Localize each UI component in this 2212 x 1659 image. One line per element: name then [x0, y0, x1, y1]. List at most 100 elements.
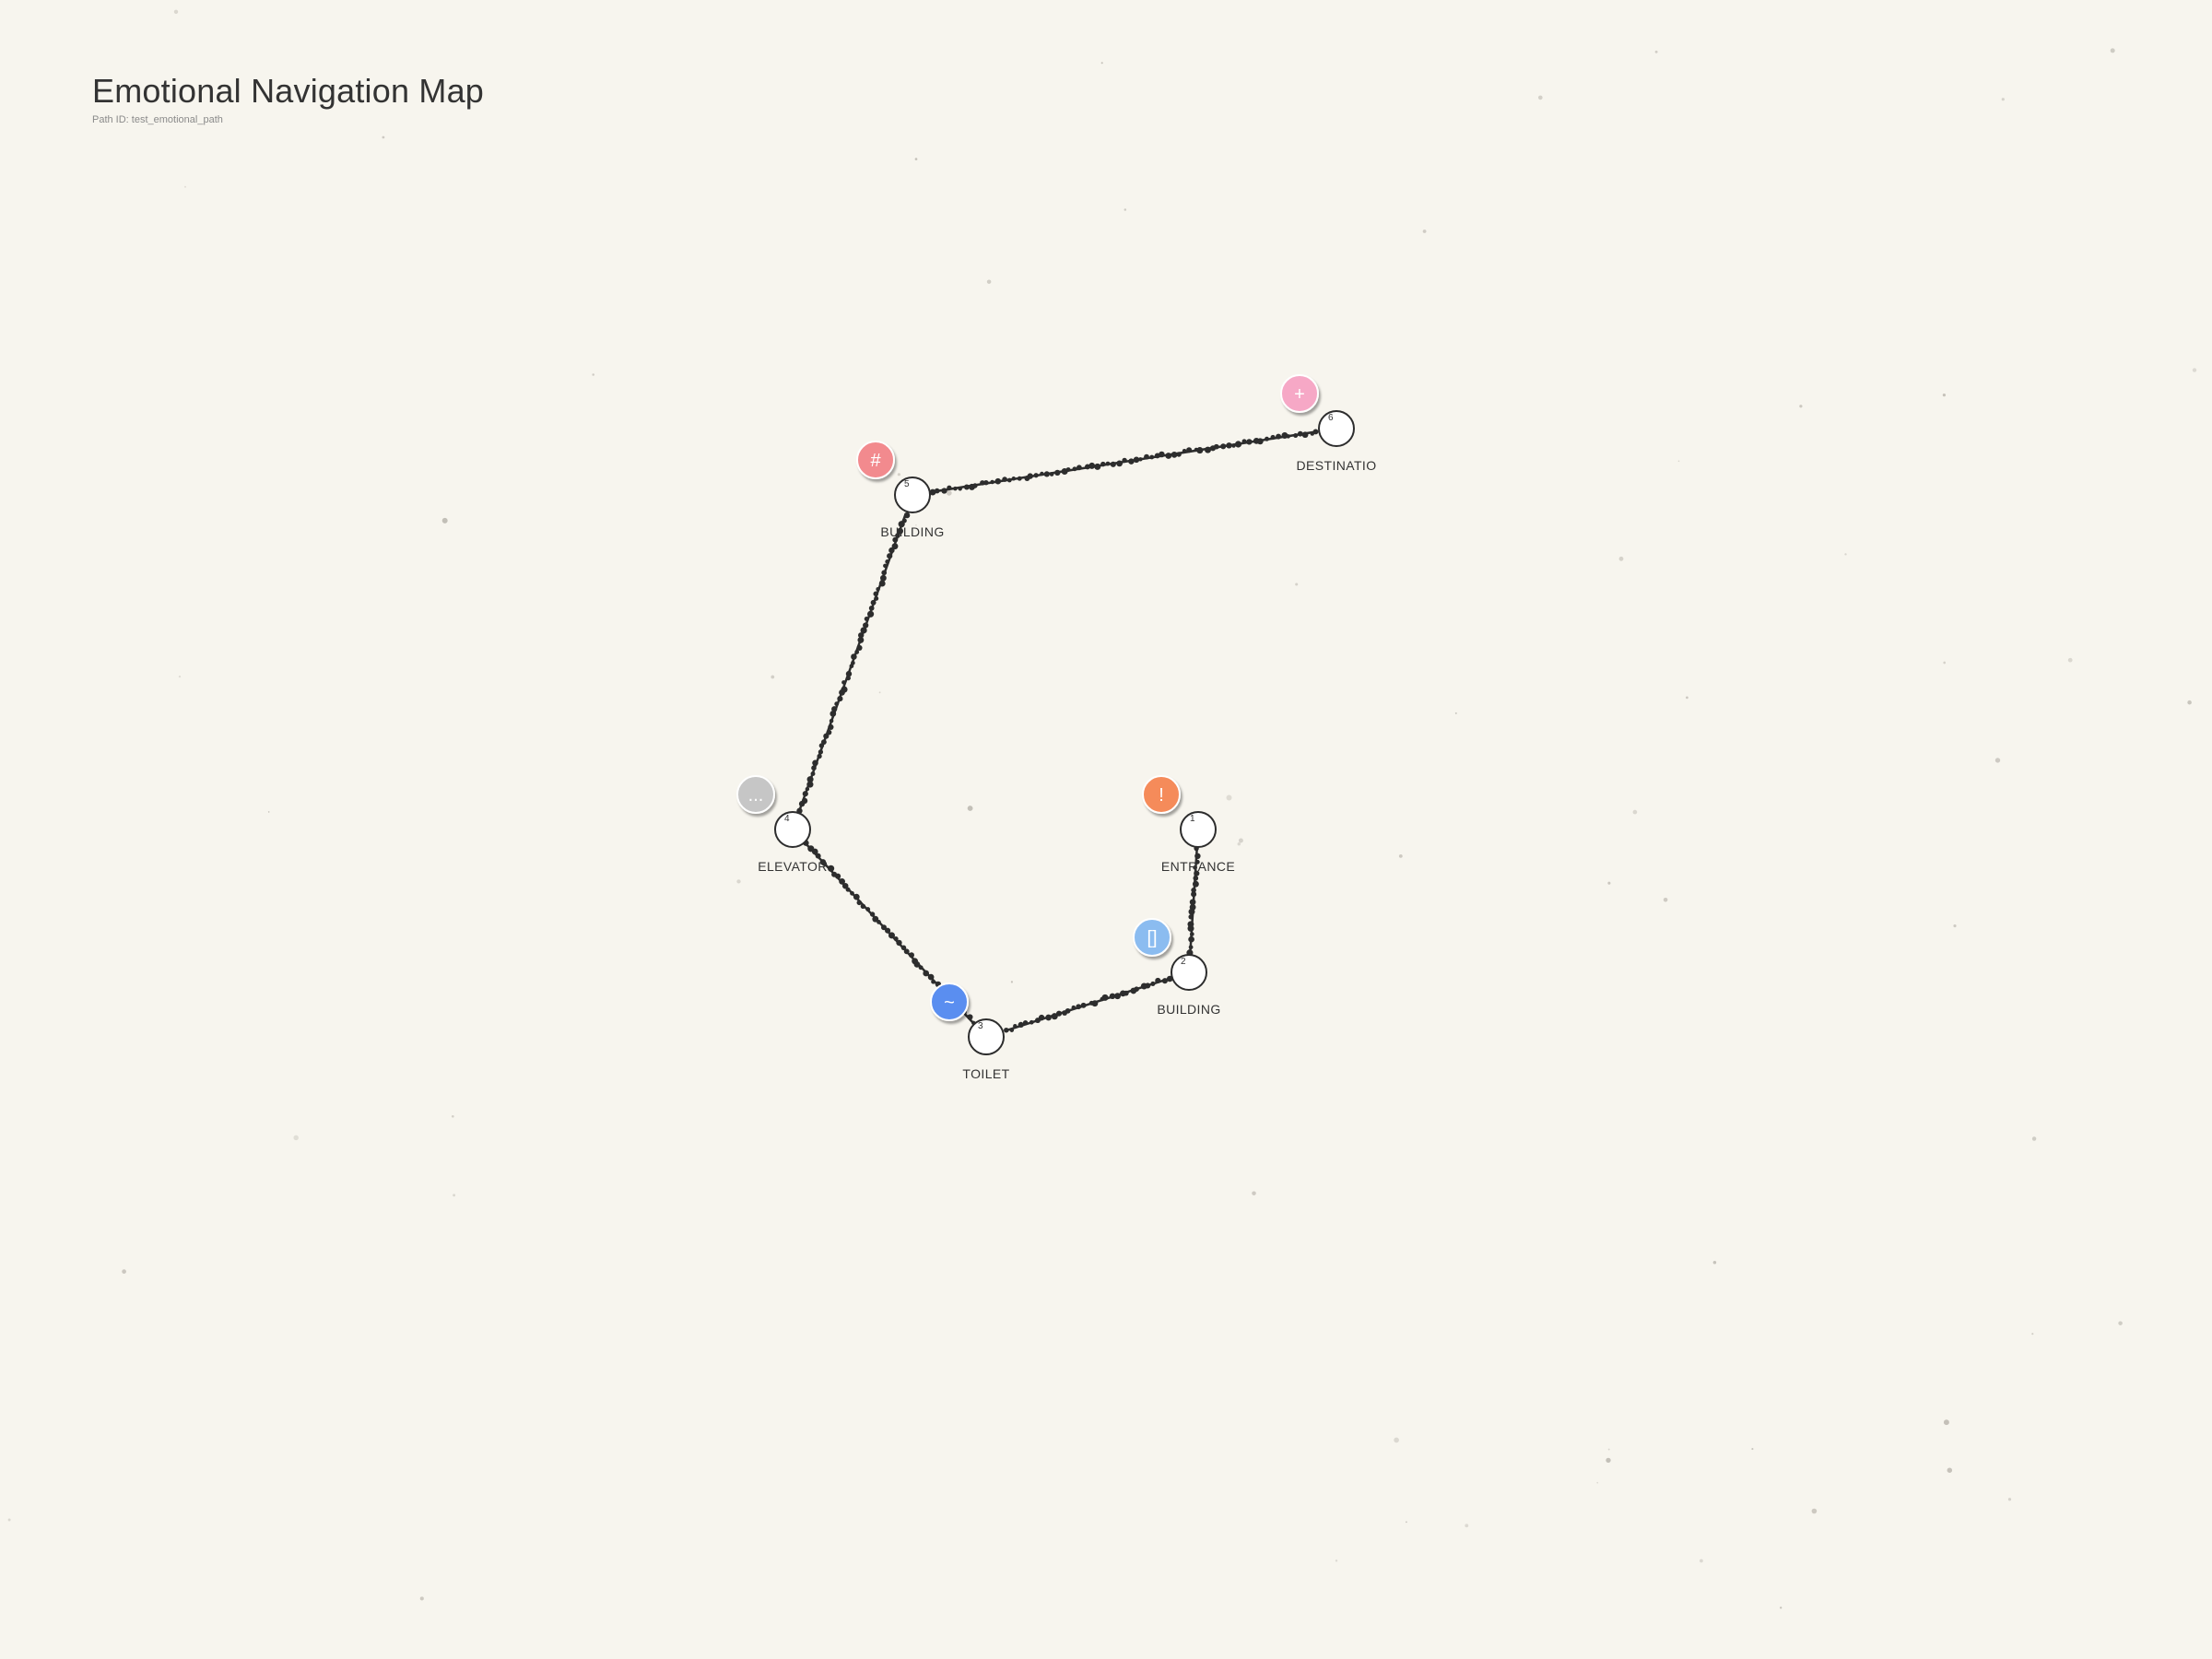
route-path: [796, 429, 1319, 1033]
emotion-glyph: !: [1159, 785, 1164, 806]
background-speckle: [1799, 405, 1803, 408]
emotion-badge-icon[interactable]: #: [856, 441, 895, 479]
emotion-glyph: +: [1294, 384, 1305, 405]
background-speckle: [1663, 897, 1668, 902]
waypoint-4[interactable]: 4ELEVATOR...: [736, 775, 828, 874]
background-speckle: [1422, 229, 1427, 233]
emotion-badge-icon[interactable]: !: [1142, 775, 1181, 814]
waypoint-label: ELEVATOR: [758, 859, 828, 874]
background-speckle: [1686, 696, 1688, 700]
background-speckle: [986, 279, 992, 284]
emotion-glyph: ~: [944, 993, 955, 1013]
background-speckle: [1751, 1448, 1754, 1451]
background-speckle: [382, 135, 385, 139]
waypoint-number: 6: [1328, 413, 1334, 423]
background-speckle: [419, 1596, 424, 1601]
background-speckle: [1943, 661, 1947, 665]
route-segment: [803, 840, 976, 1026]
background-speckle: [1238, 838, 1243, 843]
background-speckle: [1654, 50, 1658, 53]
emotion-badge-icon[interactable]: ~: [930, 982, 969, 1021]
route-segment: [1004, 975, 1173, 1033]
background-speckle: [1942, 393, 1947, 397]
waypoint-number: 1: [1190, 814, 1195, 824]
waypoint-node[interactable]: [968, 1018, 1005, 1055]
emotion-glyph: ...: [748, 785, 764, 806]
background-speckle: [2001, 98, 2005, 101]
map-title: Emotional Navigation Map: [92, 72, 485, 110]
background-speckle: [178, 675, 182, 678]
waypoint-node[interactable]: [774, 811, 811, 848]
background-speckle: [1406, 1521, 1407, 1524]
background-speckle: [293, 1135, 299, 1141]
waypoint-number: 5: [904, 479, 910, 489]
background-speckle: [1712, 1261, 1717, 1265]
background-speckle: [1943, 1419, 1949, 1426]
background-speckle: [1295, 582, 1299, 586]
background-speckle: [1100, 62, 1103, 65]
background-speckle: [2118, 1321, 2123, 1325]
background-speckle: [1947, 1467, 1953, 1473]
background-speckle: [897, 473, 901, 477]
waypoint-label: BUILDING: [880, 524, 944, 539]
background-speckle: [1454, 712, 1457, 714]
background-speckle: [2110, 48, 2115, 53]
background-speckle: [2192, 368, 2197, 372]
route-segment: [796, 512, 911, 814]
background-speckle: [1780, 1606, 1783, 1609]
emotion-badge-icon[interactable]: ...: [736, 775, 775, 814]
background-speckle: [915, 524, 917, 526]
background-speckle: [736, 879, 741, 884]
background-speckle: [1606, 1457, 1611, 1464]
background-speckle: [592, 373, 594, 376]
route-segment: [929, 429, 1319, 496]
background-speckle: [1844, 553, 1847, 556]
background-speckle: [184, 185, 186, 188]
emotion-badge-icon[interactable]: []: [1133, 918, 1171, 957]
background-speckle: [1607, 1448, 1610, 1451]
background-speckle: [1394, 1437, 1399, 1443]
waypoint-node[interactable]: [1171, 954, 1207, 991]
background-speckle: [1124, 208, 1127, 211]
waypoint-number: 3: [978, 1021, 983, 1031]
background-speckle: [453, 1194, 456, 1197]
background-speckle: [1596, 1481, 1599, 1484]
waypoint-label: TOILET: [962, 1066, 1009, 1081]
waypoint-node[interactable]: [894, 477, 931, 513]
background-speckle: [1994, 758, 2001, 763]
background-speckle: [946, 490, 952, 496]
waypoint-node[interactable]: [1180, 811, 1217, 848]
waypoint-label: ENTRANCE: [1161, 859, 1235, 874]
background-speckle: [441, 517, 448, 524]
background-speckle: [451, 1114, 454, 1118]
background-speckle: [967, 806, 973, 811]
background-speckle: [771, 675, 775, 679]
background-speckle: [1335, 1559, 1338, 1562]
background-speckle: [2067, 657, 2073, 663]
emotion-badge-icon[interactable]: +: [1280, 374, 1319, 413]
background-speckle: [267, 811, 270, 813]
background-speckle: [1607, 881, 1611, 885]
waypoint-node[interactable]: [1318, 410, 1355, 447]
emotion-glyph: #: [870, 451, 881, 471]
background-speckle: [878, 691, 881, 694]
background-speckle: [914, 158, 918, 160]
background-speckle: [2031, 1136, 2037, 1141]
waypoint-label: BUILDING: [1157, 1002, 1220, 1017]
background-speckle: [1252, 1191, 1256, 1195]
waypoint-layer: 1ENTRANCE!2BUILDING[]3TOILET~4ELEVATOR..…: [736, 374, 1377, 1081]
background-speckle: [2007, 1498, 2012, 1501]
waypoint-label: DESTINATIO: [1297, 458, 1377, 473]
background-speckle: [2187, 700, 2192, 705]
background-speckle: [1237, 841, 1241, 846]
waypoint-number: 2: [1181, 957, 1186, 967]
background-speckles: [7, 9, 2197, 1609]
path-id-label: Path ID: test_emotional_path: [92, 114, 223, 125]
